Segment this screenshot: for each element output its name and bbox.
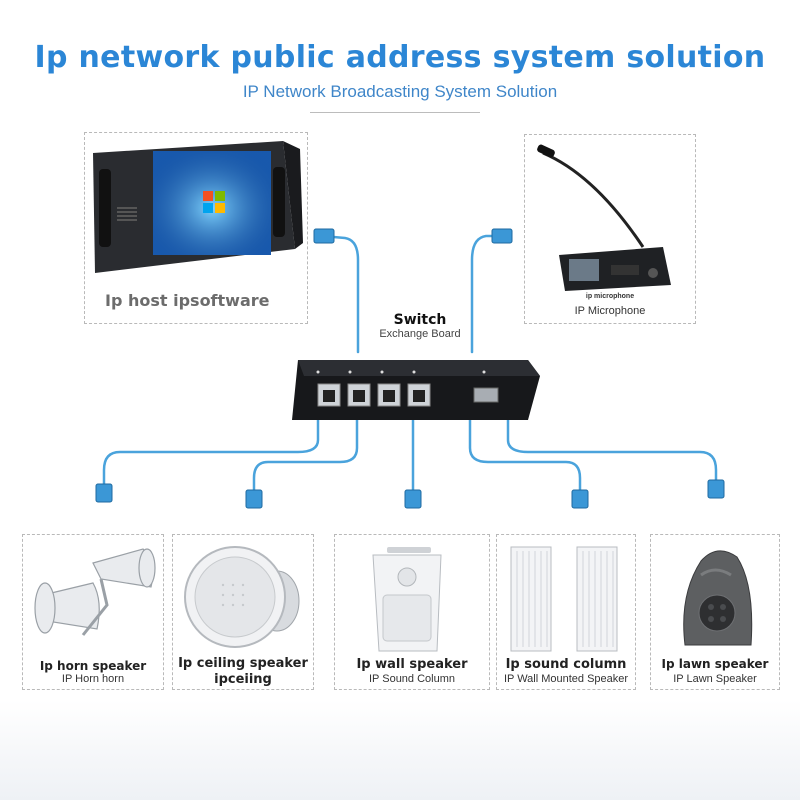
ceiling-speaker-panel: Ip ceiling speaker ipceiing [172,534,314,690]
page-title: Ip network public address system solutio… [34,40,766,75]
rj45-connector-host [313,228,335,244]
wall-speaker-icon [372,547,442,652]
wall-speaker-sublabel: IP Sound Column [368,673,456,685]
lawn-speaker-panel: Ip lawn speaker IP Lawn Speaker [650,534,780,690]
host-computer-icon [93,141,303,273]
cable-host [320,234,360,354]
lawn-speaker-label: Ip lawn speaker [661,657,769,671]
rj45-connector-horn [95,483,113,503]
host-panel: Ip host ipsoftware [84,132,308,324]
cable-lawn [506,418,718,486]
ceiling-speaker-icon [184,546,300,648]
bottom-fade [0,700,800,800]
horn-speaker-sublabel: IP Horn horn [61,673,125,685]
cable-ceiling [252,418,359,496]
microphone-icon [537,144,671,291]
switch-subtitle: Exchange Board [379,328,461,340]
title-divider [310,112,480,113]
cable-microphone [470,234,502,354]
horn-speaker-icon [34,548,156,636]
rj45-connector-wall [404,489,422,509]
rj45-connector-column [571,489,589,509]
microphone-label: IP Microphone [574,305,646,317]
page-subtitle: IP Network Broadcasting System Solution [242,82,558,101]
switch-title: Switch [393,312,447,328]
microphone-small-label: ip microphone [585,293,635,300]
lawn-speaker-sublabel: IP Lawn Speaker [673,673,757,685]
sound-column-label: Ip sound column [505,657,627,672]
sound-column-panel: Ip sound column IP Wall Mounted Speaker [496,534,636,690]
cable-horn [102,418,320,492]
sound-column-icon [510,546,618,652]
rj45-connector-lawn [707,479,725,499]
horn-speaker-panel: Ip horn speaker IP Horn horn [22,534,164,690]
ceiling-speaker-label: Ip ceiling speaker ipceiing [178,656,308,687]
rj45-connector-mic [491,228,513,244]
sound-column-sublabel: IP Wall Mounted Speaker [503,673,629,685]
lawn-speaker-icon [683,550,753,646]
host-label: Ip host ipsoftware [105,291,270,310]
cable-column [468,418,582,496]
microphone-panel: ip microphone IP Microphone [524,134,696,324]
network-switch-icon [292,360,540,420]
wall-speaker-panel: Ip wall speaker IP Sound Column [334,534,490,690]
wall-speaker-label: Ip wall speaker [356,657,468,672]
rj45-connector-ceiling [245,489,263,509]
horn-speaker-label: Ip horn speaker [39,659,147,673]
